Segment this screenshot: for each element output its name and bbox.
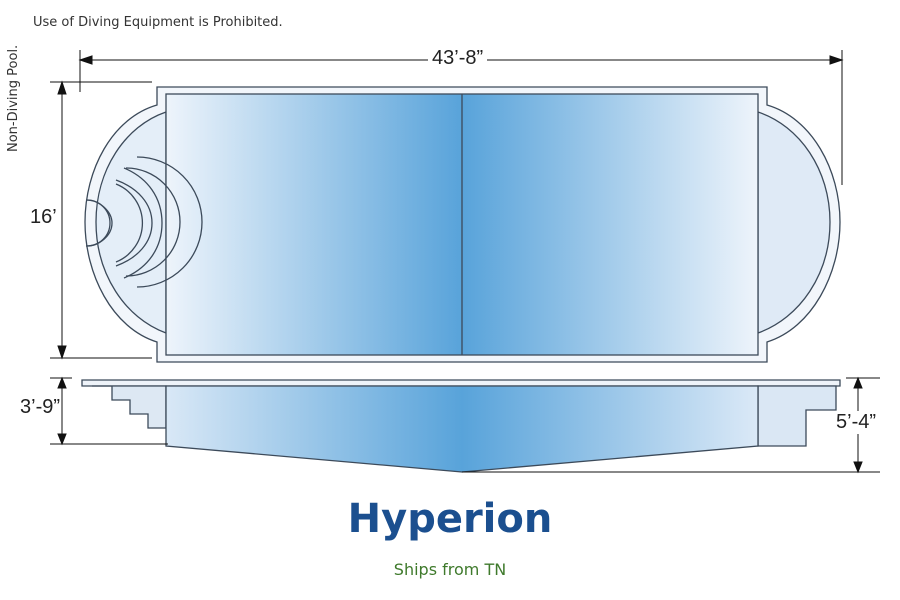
- non-diving-note: Non-Diving Pool.: [6, 44, 21, 152]
- shallow-depth-label: 3’-9”: [20, 396, 61, 419]
- step-3: [125, 167, 181, 277]
- ships-from-subtitle: Ships from TN: [393, 560, 507, 579]
- profile-body: [165, 385, 759, 473]
- profile-left-steps: [92, 385, 167, 429]
- step-4: [136, 156, 203, 288]
- plan-right-bench: [757, 111, 831, 334]
- profile-view: [81, 379, 841, 473]
- profile-right-bench: [757, 385, 837, 447]
- deep-depth-label: 5’-4”: [836, 411, 877, 434]
- width-dimension-label: 16’: [30, 206, 57, 229]
- plan-view: [84, 86, 841, 363]
- profile-coping: [81, 379, 841, 387]
- step-2: [115, 183, 143, 263]
- length-dimension-label: 43’-8”: [428, 47, 488, 70]
- plan-left-steps: [95, 111, 167, 334]
- diving-prohibited-note: Use of Diving Equipment is Prohibited.: [33, 15, 283, 30]
- model-name-title: Hyperion: [347, 496, 553, 542]
- dimension-lines: [50, 50, 880, 474]
